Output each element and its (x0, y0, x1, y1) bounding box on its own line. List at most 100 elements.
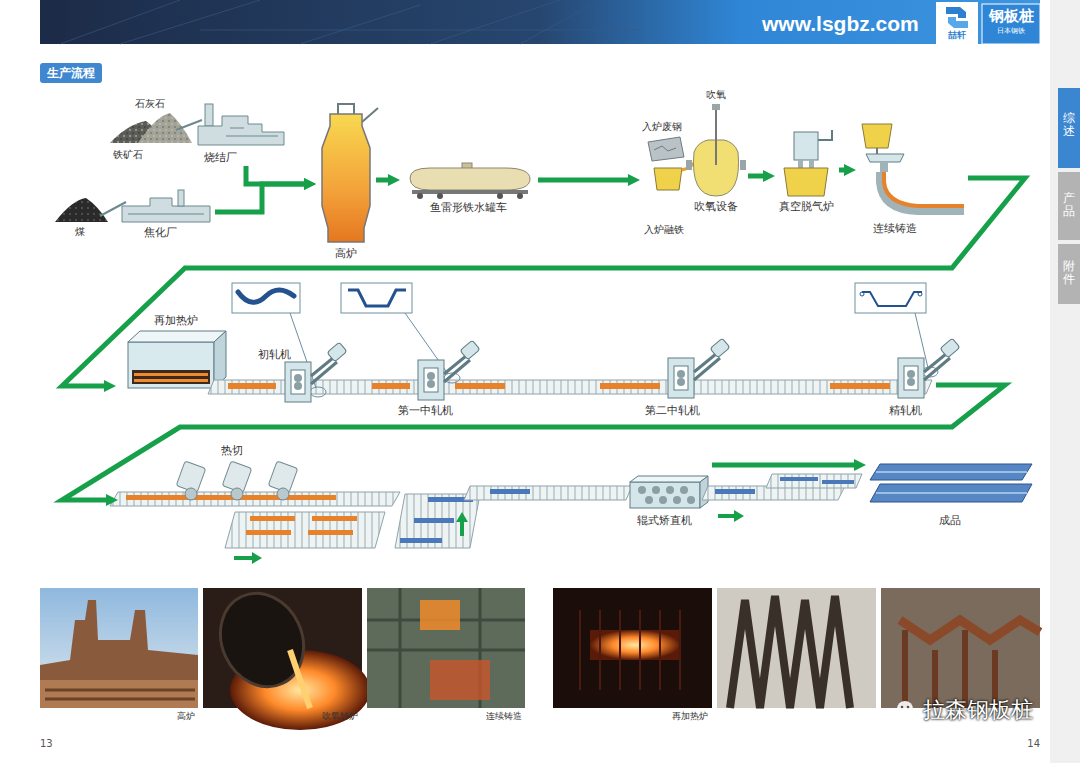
wechat-icon (907, 706, 910, 709)
side-tab: 综述 (1063, 112, 1075, 138)
reheating-furnace (214, 331, 226, 388)
vacuum-degasser (784, 130, 832, 196)
stage-label: 焦化厂 (144, 226, 177, 239)
material-label: 石灰石 (135, 98, 165, 110)
process-stage: 第一中轧机 (394, 356, 458, 418)
process-stage: 热切 (118, 440, 308, 508)
process-stage: 辊式矫直机 (612, 462, 712, 532)
roller-straightener (645, 496, 653, 504)
profile-callout (348, 290, 406, 306)
roller-table (455, 383, 505, 389)
brand-tag: 钢板桩 (989, 7, 1034, 25)
stage-label: 第一中轧机 (398, 404, 453, 417)
rolling-stand (904, 366, 918, 390)
stage-label: 连续铸造 (873, 222, 917, 235)
stage-label: 精轧机 (889, 404, 922, 417)
stage-label: 真空脱气炉 (779, 200, 834, 213)
flow-arrow-small (460, 522, 464, 536)
wechat-icon (901, 706, 904, 709)
profile-callout (232, 283, 300, 313)
rolling-stand (427, 380, 435, 388)
hot-saw-line (414, 518, 454, 523)
roller-table (600, 383, 660, 389)
process-stage: 吹氧设备 (640, 118, 748, 214)
rolling-stand (898, 338, 960, 398)
flow-connector (538, 178, 632, 183)
photo-caster (430, 660, 490, 700)
watermark: 拉森钢板桩 (923, 697, 1033, 723)
flow-connector (712, 463, 858, 468)
page-number: 14 (1027, 738, 1040, 750)
hot-saw-line (110, 461, 632, 548)
hot-saw-line (400, 538, 442, 543)
flow-arrow-small (718, 514, 734, 518)
vacuum-degasser (818, 130, 832, 140)
rolling-stand (285, 362, 311, 402)
stage-label: 再加热炉 (154, 314, 198, 327)
photo-reheat-furnace (590, 630, 680, 660)
rolling-stand (940, 338, 960, 357)
continuous-caster (862, 124, 892, 148)
rolling-stand (294, 382, 302, 390)
section-heading: 生产流程 (40, 63, 102, 83)
roller-table (228, 383, 276, 389)
material-label: 入炉融铁 (644, 224, 684, 236)
roller-straightener (666, 486, 674, 494)
torpedo-car (497, 193, 503, 199)
photo-caster (420, 600, 460, 630)
rolling-stand (668, 338, 730, 398)
logo-box (946, 7, 966, 18)
stage-label: 鱼雷形铁水罐车 (430, 201, 507, 214)
flow-arrow-small (234, 556, 252, 560)
right-gutter (1058, 88, 1080, 168)
raw-material-pile (55, 198, 108, 222)
reheating-furnace (132, 370, 210, 384)
finished-sheet-pile (870, 464, 1032, 480)
hot-saw-line (185, 488, 197, 500)
continuous-caster (880, 172, 964, 211)
hot-saw-line (222, 461, 252, 500)
stage-label: 初轧机 (258, 348, 291, 361)
rolling-stand (424, 368, 438, 392)
reheating-furnace (128, 342, 214, 388)
profile-callout (341, 283, 412, 313)
process-stage: 连续铸造 (856, 118, 968, 236)
process-stage: 初轧机 (255, 345, 315, 405)
rolling-stand (444, 356, 470, 382)
rolling-stand (427, 372, 435, 380)
photo-reheat-furnace (553, 588, 712, 708)
brand-subtag: 日本钢铁 (997, 27, 1025, 35)
material-label: 铁矿石 (113, 149, 143, 161)
process-stage: 再加热炉 (116, 312, 224, 392)
profile-callout (862, 292, 922, 306)
photo-converter (290, 650, 310, 708)
photo-sheet-piles (717, 588, 876, 708)
stage-label: 成品 (939, 514, 961, 527)
rolling-stand (677, 370, 685, 378)
rolling-stand (907, 370, 915, 378)
hot-metal-ladle (654, 158, 698, 190)
hot-metal-ladle (654, 168, 682, 190)
cooling-table (715, 489, 755, 494)
profile-callout (918, 292, 922, 296)
photo-sheet-piles (730, 596, 850, 708)
continuous-caster (884, 172, 964, 206)
process-stage: 烧结厂 (195, 100, 287, 166)
logo-box (936, 2, 978, 44)
photo-caption: 连续铸造 (486, 711, 522, 722)
photo-installed-piles (881, 588, 1040, 708)
hot-saw-line (225, 512, 385, 548)
flow-arrow-small (252, 552, 262, 564)
photo-reheat-furnace (580, 610, 680, 690)
torpedo-car (412, 190, 528, 194)
photo-installed-piles (900, 620, 1040, 640)
sinter-plant (205, 104, 213, 126)
hot-saw-line (277, 488, 289, 500)
rolling-stand (674, 366, 688, 390)
flow-connector (62, 178, 1025, 386)
right-gutter (1050, 0, 1080, 763)
torpedo-car (517, 193, 523, 199)
cooling-table (822, 480, 854, 484)
site-url: www.lsgbz.com (762, 11, 919, 36)
